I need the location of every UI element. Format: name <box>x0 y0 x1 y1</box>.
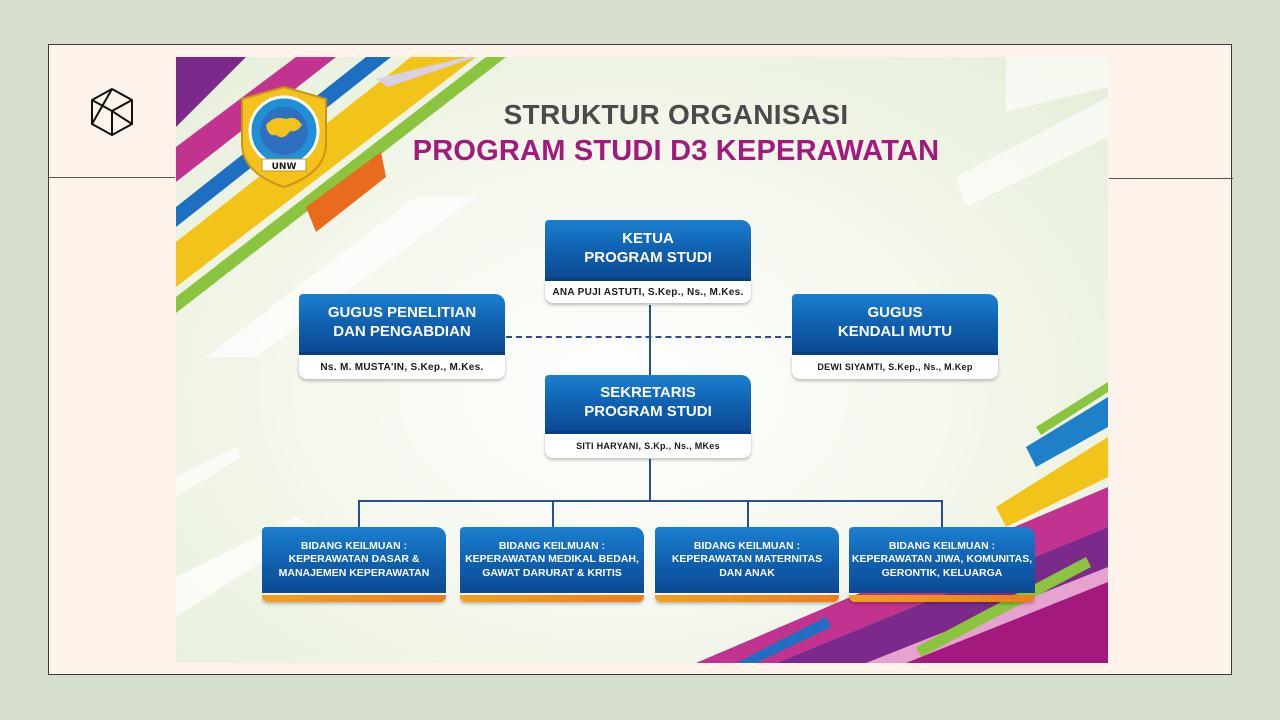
ketua-title-line2: PROGRAM STUDI <box>584 249 712 266</box>
sekretaris-title-line1: SEKRETARIS <box>600 384 696 402</box>
connector-bidang-3 <box>747 500 749 528</box>
divider-left <box>49 177 175 178</box>
connector-gugus-dashed <box>506 336 791 338</box>
polyhedron-icon <box>91 88 133 136</box>
connector-horizontal-bus <box>358 500 941 502</box>
gugus-penelitian-title-line1: GUGUS PENELITIAN <box>327 304 477 322</box>
bidang-1-accent <box>262 595 446 602</box>
connector-ketua-sekretaris <box>649 305 651 375</box>
bidang-4-line2: KEPERAWATAN JIWA, KOMUNITAS, <box>851 553 1033 566</box>
university-logo: UNW <box>241 85 327 189</box>
connector-bidang-4 <box>941 500 943 528</box>
ketua-person: ANA PUJI ASTUTI, S.Kep., Ns., M.Kes. <box>545 281 751 303</box>
connector-sekretaris-trunk <box>649 459 651 501</box>
org-box-bidang-3: BIDANG KEILMUAN : KEPERAWATAN MATERNITAS… <box>655 527 839 602</box>
bidang-4-line1: BIDANG KEILMUAN : <box>888 540 996 553</box>
bidang-3-line1: BIDANG KEILMUAN : <box>693 540 801 553</box>
poster-subtitle: PROGRAM STUDI D3 KEPERAWATAN <box>412 135 940 167</box>
bidang-2-line3: GAWAT DARURAT & KRITIS <box>482 566 622 579</box>
connector-bidang-1 <box>358 500 360 528</box>
sekretaris-person: SITI HARYANI, S.Kp., Ns., MKes <box>545 434 751 458</box>
bidang-4-line3: GERONTIK, KELUARGA <box>881 566 1003 579</box>
org-box-bidang-4: BIDANG KEILMUAN : KEPERAWATAN JIWA, KOMU… <box>849 527 1035 602</box>
org-box-gugus-penelitian: GUGUS PENELITIAN DAN PENGABDIAN Ns. M. M… <box>299 294 505 379</box>
gugus-mutu-title-line1: GUGUS <box>867 304 923 322</box>
org-box-ketua: KETUA PROGRAM STUDI ANA PUJI ASTUTI, S.K… <box>545 220 751 303</box>
bidang-3-line3: DAN ANAK <box>719 566 775 579</box>
gugus-mutu-title-line2: KENDALI MUTU <box>837 323 953 340</box>
org-chart-poster: UNW STRUKTUR ORGANISASI PROGRAM STUDI D3… <box>176 57 1108 663</box>
bidang-3-line2: KEPERAWATAN MATERNITAS <box>671 553 823 566</box>
bidang-2-line2: KEPERAWATAN MEDIKAL BEDAH, <box>465 553 639 566</box>
ketua-title-line1: KETUA <box>622 230 674 248</box>
bidang-1-line1: BIDANG KEILMUAN : <box>300 540 408 553</box>
org-box-bidang-2: BIDANG KEILMUAN : KEPERAWATAN MEDIKAL BE… <box>460 527 644 602</box>
gugus-penelitian-title-line2: DAN PENGABDIAN <box>333 323 471 340</box>
connector-bidang-2 <box>552 500 554 528</box>
bidang-1-line2: KEPERAWATAN DASAR & <box>288 553 420 566</box>
bidang-3-accent <box>655 595 839 602</box>
org-box-sekretaris: SEKRETARIS PROGRAM STUDI SITI HARYANI, S… <box>545 375 751 458</box>
divider-right <box>1109 178 1233 179</box>
sekretaris-title-line2: PROGRAM STUDI <box>584 403 712 420</box>
bidang-1-line3: MANAJEMEN KEPERAWATAN <box>278 566 430 579</box>
svg-text:UNW: UNW <box>272 162 297 172</box>
bidang-4-accent <box>849 595 1035 602</box>
gugus-penelitian-person: Ns. M. MUSTA'IN, S.Kep., M.Kes. <box>299 355 505 379</box>
bidang-2-accent <box>460 595 644 602</box>
poster-title: STRUKTUR ORGANISASI <box>503 99 849 130</box>
gugus-mutu-person: DEWI SIYAMTI, S.Kep., Ns., M.Kep <box>792 355 998 379</box>
bidang-2-line1: BIDANG KEILMUAN : <box>498 540 606 553</box>
org-box-gugus-mutu: GUGUS KENDALI MUTU DEWI SIYAMTI, S.Kep.,… <box>792 294 998 379</box>
org-box-bidang-1: BIDANG KEILMUAN : KEPERAWATAN DASAR & MA… <box>262 527 446 602</box>
